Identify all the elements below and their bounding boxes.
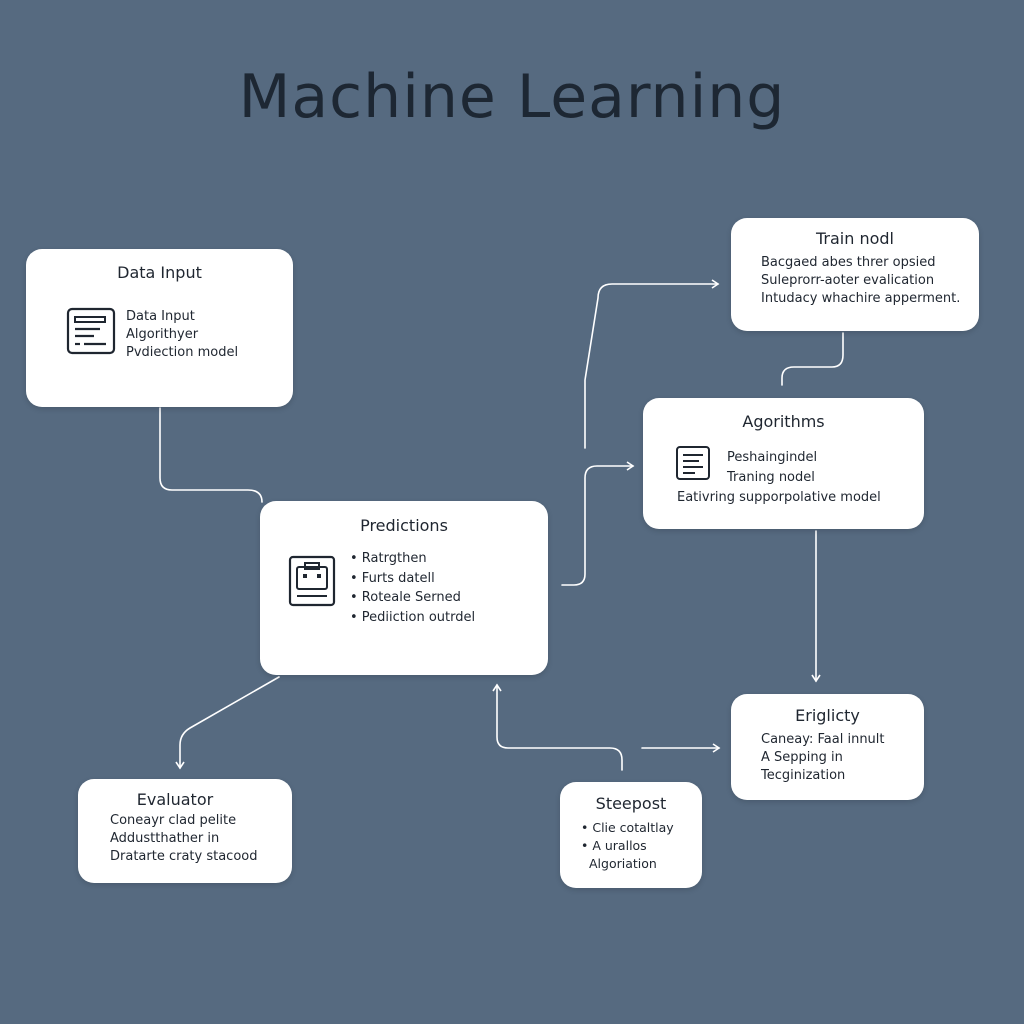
node-line: A Sepping in xyxy=(761,750,843,765)
node-title: Eriglicty xyxy=(795,706,860,725)
node-title: Data Input xyxy=(117,263,202,282)
connector-datainput-predictions xyxy=(159,407,263,503)
node-line: • Furts datell xyxy=(350,570,435,586)
node-line: Suleprorr-aoter evalication xyxy=(761,273,935,288)
node-line: • Ratrgthen xyxy=(350,551,427,566)
document-lines-icon xyxy=(676,446,710,480)
node-eriglicty[interactable]: Eriglicty Caneay: Faal innult A Sepping … xyxy=(731,694,924,800)
node-lines: Peshaingindel Traning nodel Eativring su… xyxy=(677,448,881,508)
node-line: Algoriation xyxy=(589,856,657,871)
node-lines: Coneayr clad pelite Addustthather in Dra… xyxy=(110,812,257,866)
node-line: Intudacy whachire apperment. xyxy=(761,291,961,306)
node-title: Train nodl xyxy=(815,229,894,248)
document-list-icon xyxy=(66,307,116,355)
node-evaluator[interactable]: Evaluator Coneayr clad pelite Addustthat… xyxy=(78,779,292,883)
robot-icon xyxy=(288,555,336,607)
node-title: Predictions xyxy=(360,516,448,535)
node-line: Algorithyer xyxy=(126,327,199,342)
node-line: • Pediiction outrdel xyxy=(350,609,476,625)
node-line: Caneay: Faal innult xyxy=(761,732,885,747)
node-train-model[interactable]: Train nodl Bacgaed abes threr opsied Sul… xyxy=(731,218,979,331)
node-line: • A urallos xyxy=(581,838,647,853)
node-line: Bacgaed abes threr opsied xyxy=(761,255,936,270)
node-line: Coneayr clad pelite xyxy=(110,813,237,828)
node-lines: Caneay: Faal innult A Sepping in Tecgini… xyxy=(761,731,885,785)
node-line: Addustthather in xyxy=(110,831,220,846)
node-lines: Bacgaed abes threr opsied Suleprorr-aote… xyxy=(761,254,960,308)
node-lines: • Ratrgthen • Furts datell • Roteale Ser… xyxy=(350,549,475,627)
node-lines: • Clie cotaltlay • A urallos Algoriation xyxy=(581,819,674,873)
node-line: Data Input xyxy=(126,309,195,324)
node-title: Evaluator xyxy=(136,790,214,809)
node-line: • Roteale Serned xyxy=(350,590,461,605)
connector-predictions-evaluator xyxy=(175,676,280,770)
node-title: Agorithms xyxy=(742,412,825,431)
connector-to-trainmodel xyxy=(584,279,720,449)
node-predictions[interactable]: Predictions • Ratrgthen • Furts datell •… xyxy=(260,501,548,675)
node-algorithms[interactable]: Agorithms Peshaingindel Traning nodel Ea… xyxy=(643,398,924,529)
node-line: Tecginization xyxy=(761,768,846,783)
node-data-input[interactable]: Data Input Data Input Algorithyer Pvdiec… xyxy=(26,249,293,407)
node-line: Pvdiection model xyxy=(126,345,239,360)
diagram-title: Machine Learning xyxy=(238,62,786,132)
node-lines: Data Input Algorithyer Pvdiection model xyxy=(126,308,238,362)
node-line: Eativring supporpolative model xyxy=(677,490,881,505)
connector-algorithms-trainmodel xyxy=(781,332,844,386)
node-line: Traning nodel xyxy=(727,470,815,485)
node-line: • Clie cotaltlay xyxy=(581,820,674,835)
node-steepost[interactable]: Steepost • Clie cotaltlay • A urallos Al… xyxy=(560,782,702,888)
connector-predictions-algorithms xyxy=(561,461,635,586)
node-line: Dratarte craty stacood xyxy=(110,849,258,864)
node-line: Peshaingindel xyxy=(727,450,818,465)
connector-steepost-predictions xyxy=(492,683,623,771)
node-title: Steepost xyxy=(595,794,667,813)
